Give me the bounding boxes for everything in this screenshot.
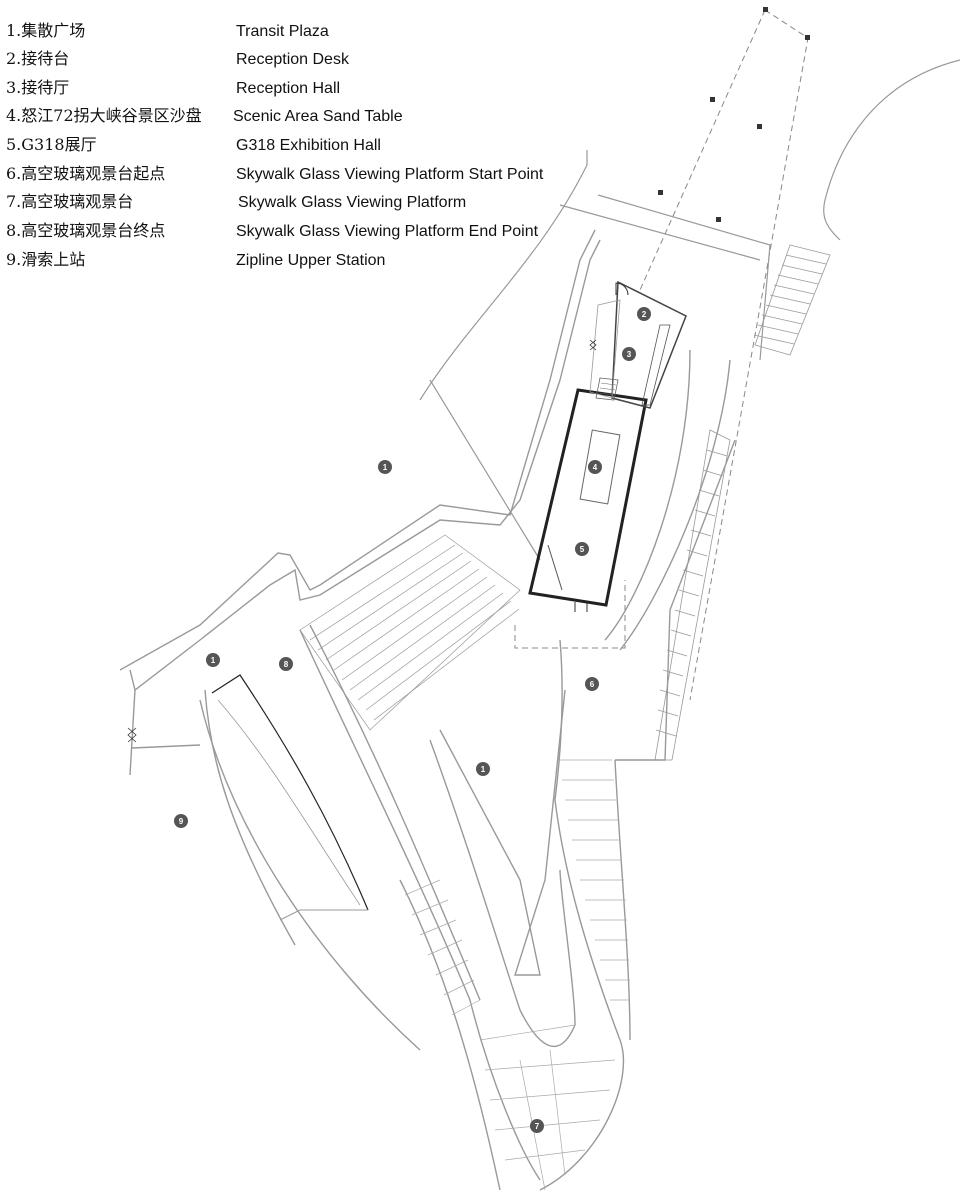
site-outlines: [119, 229, 736, 1191]
terrace-steps: [654, 429, 731, 761]
legend-item-4-cn: 4.怒江72拐大峡谷景区沙盘: [6, 106, 202, 125]
marker-1-plaza-center: 1: [476, 762, 490, 776]
legend-item-5-en: G318 Exhibition Hall: [236, 137, 381, 154]
legend-item-3-cn: 3.接待厅: [6, 78, 69, 97]
svg-text:1: 1: [383, 463, 388, 472]
svg-text:5: 5: [580, 545, 585, 554]
legend-item-2-en: Reception Desk: [236, 51, 350, 68]
svg-text:1: 1: [481, 765, 486, 774]
marker-5-exhibition-hall: 5: [575, 542, 589, 556]
legend-item-7-cn: 7.高空玻璃观景台: [6, 192, 133, 211]
road-edges: [419, 59, 960, 561]
svg-text:3: 3: [627, 350, 632, 359]
legend-item-9-en: Zipline Upper Station: [236, 252, 385, 269]
zipline-curve: [211, 674, 369, 921]
legend-item-6-cn: 6.高空玻璃观景台起点: [6, 164, 165, 183]
legend-item-9-cn: 9.滑索上站: [6, 250, 85, 269]
marker-4-sand-table: 4: [588, 460, 602, 474]
legend-item-2-cn: 2.接待台: [6, 49, 69, 68]
marker-1-plaza-top: 1: [378, 460, 392, 474]
marker-1-plaza-left: 1: [206, 653, 220, 667]
legend-item-1-en: Transit Plaza: [236, 23, 329, 40]
marker-6-skywalk-start: 6: [585, 677, 599, 691]
legend-item-6-en: Skywalk Glass Viewing Platform Start Poi…: [236, 166, 544, 183]
svg-text:7: 7: [535, 1122, 540, 1131]
plan-markers: 1 2 3 4 5 6 1 8: [174, 307, 651, 1133]
marker-3-reception-hall: 3: [622, 347, 636, 361]
column-markers: [658, 7, 810, 222]
svg-text:9: 9: [179, 817, 184, 826]
legend-item-5-cn: 5.G318展厅: [6, 135, 97, 154]
central-stairs: [299, 534, 521, 731]
legend-item-1-cn: 1.集散广场: [6, 21, 85, 40]
upper-stairs: [753, 244, 831, 356]
legend: 1.集散广场 Transit Plaza 2.接待台 Reception Des…: [6, 21, 544, 269]
marker-7-skywalk: 7: [530, 1119, 544, 1133]
svg-text:8: 8: [284, 660, 289, 669]
svg-text:6: 6: [590, 680, 595, 689]
door-symbol: [127, 727, 137, 743]
legend-item-8-cn: 8.高空玻璃观景台终点: [6, 221, 165, 240]
svg-text:1: 1: [211, 656, 216, 665]
marker-8-skywalk-end: 8: [279, 657, 293, 671]
building: [528, 280, 687, 612]
legend-item-3-en: Reception Hall: [236, 80, 340, 97]
svg-text:2: 2: [642, 310, 647, 319]
lower-walkway-steps: [404, 759, 630, 1191]
svg-text:4: 4: [593, 463, 598, 472]
marker-9-zipline: 9: [174, 814, 188, 828]
legend-item-4-en: Scenic Area Sand Table: [233, 108, 403, 125]
legend-item-8-en: Skywalk Glass Viewing Platform End Point: [236, 223, 539, 240]
marker-2-reception-desk: 2: [637, 307, 651, 321]
legend-item-7-en: Skywalk Glass Viewing Platform: [238, 194, 466, 211]
